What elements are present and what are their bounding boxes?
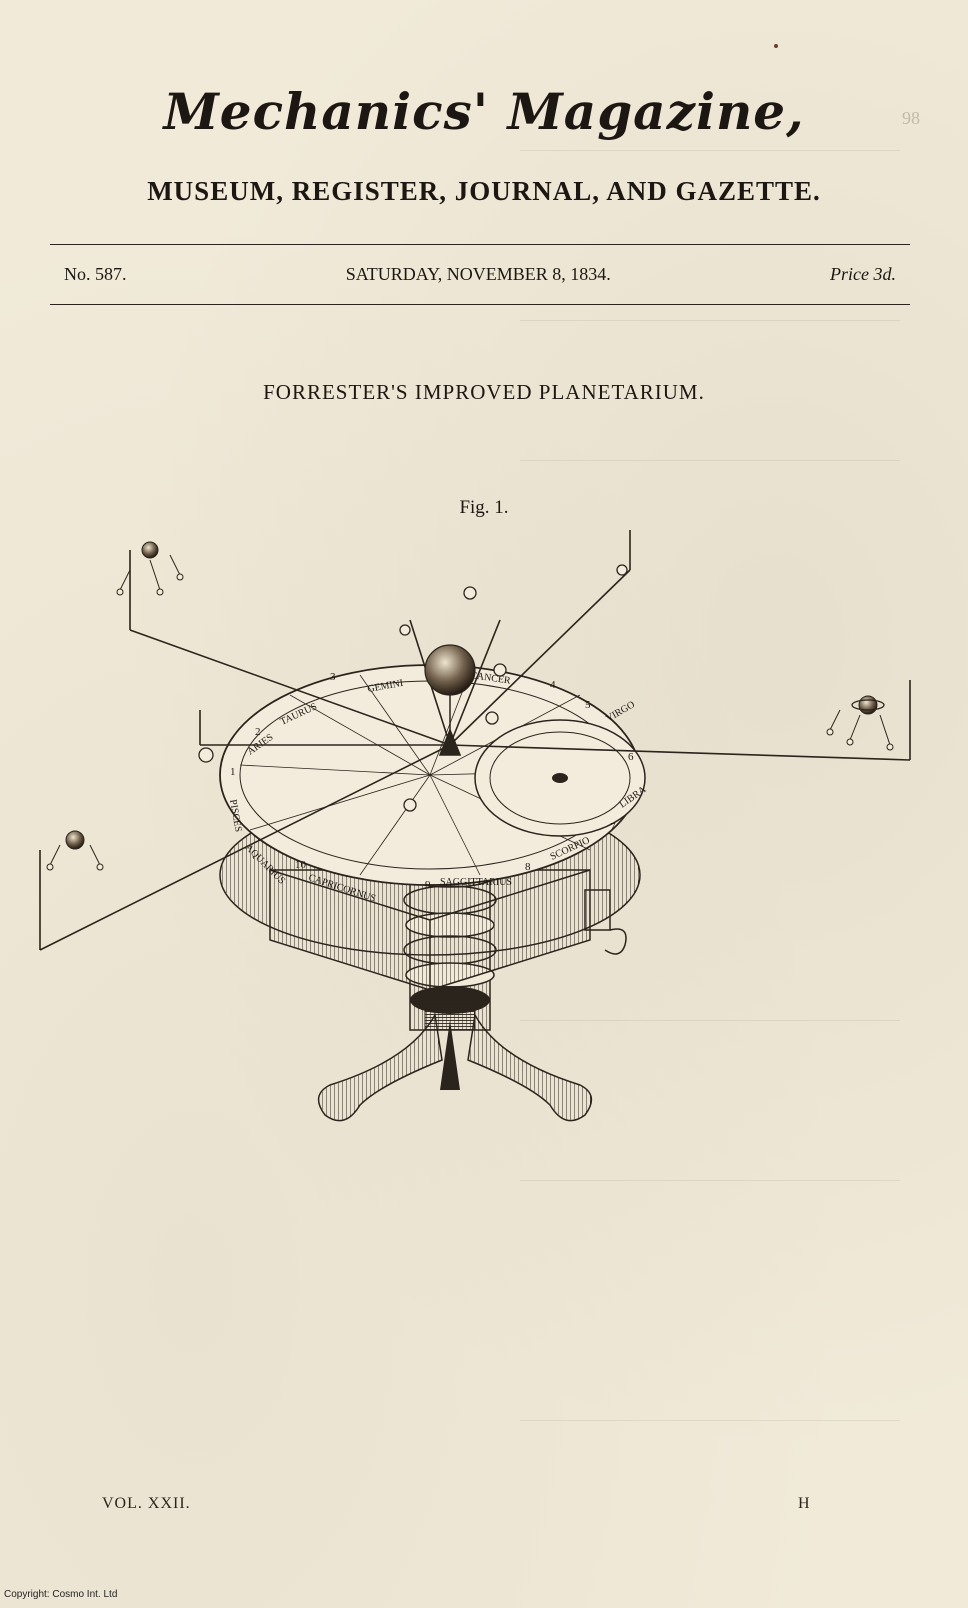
- planet-ball: [399, 624, 411, 636]
- planet-ball: [403, 798, 417, 812]
- dial-number: 8: [525, 861, 531, 873]
- issue-number: No. 587.: [64, 264, 127, 284]
- saturn-icon: [851, 695, 885, 715]
- dial-number: 9: [425, 879, 431, 891]
- planet-ball: [485, 711, 499, 725]
- masthead-title: Mechanics' Magazine,: [163, 82, 805, 141]
- dial-number: 3: [330, 671, 336, 683]
- bleed-through-line: [520, 1180, 900, 1181]
- volume-number: VOL. XXII.: [102, 1495, 191, 1512]
- issue-price: Price 3d.: [830, 264, 896, 284]
- table-legs: [317, 1012, 443, 1122]
- top-rule: [50, 244, 910, 245]
- bleed-through-line: [520, 1020, 900, 1021]
- dateline: No. 587. SATURDAY, NOVEMBER 8, 1834. Pri…: [64, 264, 896, 285]
- bleed-through-line: [520, 320, 900, 321]
- table-leg-center: [440, 1020, 460, 1090]
- issue-date: SATURDAY, NOVEMBER 8, 1834.: [345, 264, 611, 284]
- sun-globe: [424, 644, 476, 696]
- bleed-through-line: [520, 150, 900, 151]
- planet-ball: [463, 586, 477, 600]
- planet-ball: [493, 663, 507, 677]
- ink-spot: [774, 44, 778, 48]
- herschel-globe: [65, 830, 85, 850]
- table-leg-right: [467, 1012, 593, 1122]
- signature-mark: H: [798, 1495, 810, 1512]
- jupiter-globe: [141, 541, 159, 559]
- figure-caption: Fig. 1.: [459, 497, 509, 518]
- crank-handle-icon: [604, 928, 627, 955]
- bottom-rule: [50, 304, 910, 305]
- planet-ball: [198, 747, 214, 763]
- dial-number: 4: [550, 679, 556, 691]
- sign-label: SAGGITTARIUS: [440, 877, 512, 888]
- dial-number: 2: [255, 726, 261, 738]
- bleed-through-line: [520, 1420, 900, 1421]
- copyright-notice: Copyright: Cosmo Int. Ltd: [4, 1589, 118, 1600]
- dial-number: 1: [230, 766, 236, 778]
- bleed-through-page-number: 98: [902, 108, 920, 128]
- dial-number: 10: [295, 859, 307, 871]
- planet-ball: [616, 564, 628, 576]
- planetarium-illustration: GEMINI CANCER TAURUS ARIES VIRGO LIBRA P…: [39, 530, 911, 1122]
- sign-label: VIRGO: [604, 699, 637, 724]
- article-title: FORRESTER'S IMPROVED PLANETARIUM.: [263, 380, 705, 404]
- dial-number: 7: [610, 821, 616, 833]
- bleed-through-line: [520, 460, 900, 461]
- dial-number: 6: [628, 751, 634, 763]
- zodiac-dial: GEMINI CANCER TAURUS ARIES VIRGO LIBRA P…: [219, 664, 649, 956]
- masthead-subtitle: MUSEUM, REGISTER, JOURNAL, AND GAZETTE.: [147, 176, 821, 206]
- dial-number: 5: [585, 699, 591, 711]
